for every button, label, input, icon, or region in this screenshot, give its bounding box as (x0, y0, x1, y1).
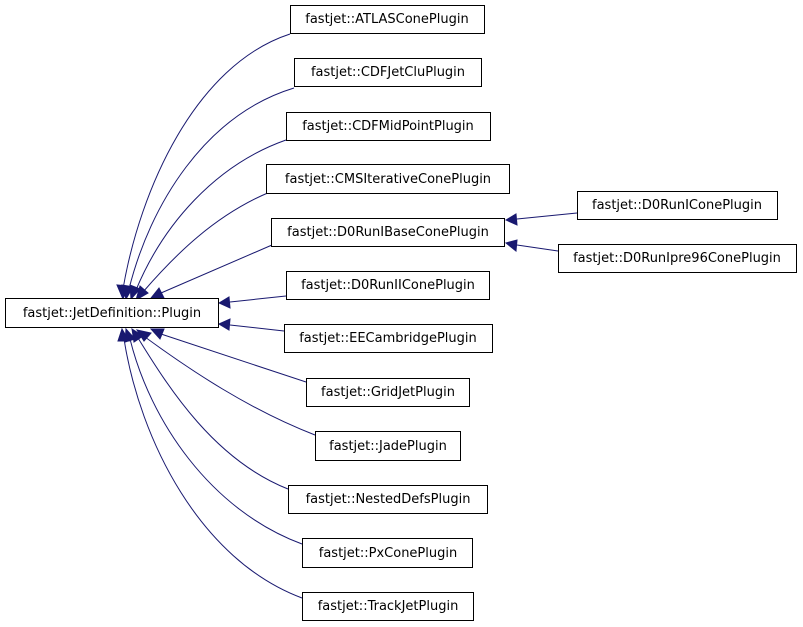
edge-d0-run-i-cone-to-d0-run-i-base-cone (516, 212, 578, 220)
node-d0-run-ii-cone-plugin[interactable]: fastjet::D0RunIIConePlugin (286, 271, 490, 300)
edge-d0-run-i-base-cone-to-base (160, 244, 273, 294)
edge-track-jet-to-base (123, 338, 303, 599)
node-label: fastjet::PxConePlugin (319, 546, 457, 561)
edge-cdf-midpoint-to-base (135, 139, 287, 291)
edge-d0-run-ii-cone-to-base (229, 295, 287, 303)
edge-cms-iterative-to-base (142, 191, 271, 293)
node-label: fastjet::D0RunIpre96ConePlugin (573, 251, 781, 266)
node-label: fastjet::D0RunIIConePlugin (301, 278, 475, 293)
node-grid-jet-plugin[interactable]: fastjet::GridJetPlugin (306, 378, 470, 407)
node-cdf-jet-clu-plugin[interactable]: fastjet::CDFJetCluPlugin (294, 58, 482, 87)
node-nested-defs-plugin[interactable]: fastjet::NestedDefsPlugin (288, 485, 488, 514)
arrowhead-d0-run-ii-cone (217, 296, 231, 309)
arrowhead-grid-jet (149, 328, 165, 340)
arrowhead-cms-iterative (135, 285, 149, 302)
node-cdf-midpoint-plugin[interactable]: fastjet::CDFMidPointPlugin (286, 112, 491, 141)
edge-nested-defs-to-base (137, 337, 289, 490)
edge-px-cone-to-base (129, 338, 303, 545)
node-label: fastjet::TrackJetPlugin (318, 599, 459, 614)
node-d0-run-ipre96-cone-plugin[interactable]: fastjet::D0RunIpre96ConePlugin (558, 244, 797, 273)
node-ee-cambridge-plugin[interactable]: fastjet::EECambridgePlugin (284, 324, 493, 353)
arrowhead-d0-run-i-base-cone (149, 287, 165, 299)
node-track-jet-plugin[interactable]: fastjet::TrackJetPlugin (302, 592, 474, 621)
edge-d0-run-ipre96-cone-to-d0-run-i-base-cone (516, 244, 559, 252)
edge-grid-jet-to-base (160, 333, 307, 383)
node-label: fastjet::CMSIterativeConePlugin (285, 172, 491, 187)
node-label: fastjet::CDFJetCluPlugin (311, 65, 465, 80)
edge-atlas-cone-to-base (122, 33, 291, 290)
edge-jade-to-base (144, 336, 316, 436)
node-label: fastjet::JetDefinition::Plugin (23, 306, 201, 321)
node-atlas-cone-plugin[interactable]: fastjet::ATLASConePlugin (290, 5, 485, 34)
edge-cdf-jet-clu-to-base (128, 87, 295, 290)
node-jet-definition-plugin[interactable]: fastjet::JetDefinition::Plugin (5, 298, 219, 328)
arrowhead-ee-cambridge (217, 318, 231, 331)
arrowhead-d0-run-i-cone (504, 213, 518, 226)
arrowhead-track-jet (117, 327, 130, 342)
node-label: fastjet::ATLASConePlugin (305, 12, 468, 27)
node-label: fastjet::CDFMidPointPlugin (302, 119, 474, 134)
node-label: fastjet::D0RunIBaseConePlugin (287, 225, 489, 240)
node-d0-run-i-base-cone-plugin[interactable]: fastjet::D0RunIBaseConePlugin (271, 218, 505, 247)
edge-ee-cambridge-to-base (229, 324, 285, 332)
node-label: fastjet::D0RunIConePlugin (592, 198, 762, 213)
node-d0-run-i-cone-plugin[interactable]: fastjet::D0RunIConePlugin (577, 191, 778, 220)
inheritance-edges (116, 33, 578, 599)
node-px-cone-plugin[interactable]: fastjet::PxConePlugin (302, 538, 473, 568)
arrowhead-d0-run-ipre96-cone (504, 239, 518, 252)
node-label: fastjet::JadePlugin (329, 439, 447, 454)
node-label: fastjet::NestedDefsPlugin (306, 492, 471, 507)
node-label: fastjet::EECambridgePlugin (299, 331, 477, 346)
node-cms-iterative-cone-plugin[interactable]: fastjet::CMSIterativeConePlugin (266, 164, 510, 194)
class-nodes: fastjet::JetDefinition::Plugin fastjet::… (5, 5, 797, 621)
node-label: fastjet::GridJetPlugin (321, 385, 455, 400)
node-jade-plugin[interactable]: fastjet::JadePlugin (315, 431, 461, 461)
arrowhead-cdf-midpoint (129, 284, 141, 301)
